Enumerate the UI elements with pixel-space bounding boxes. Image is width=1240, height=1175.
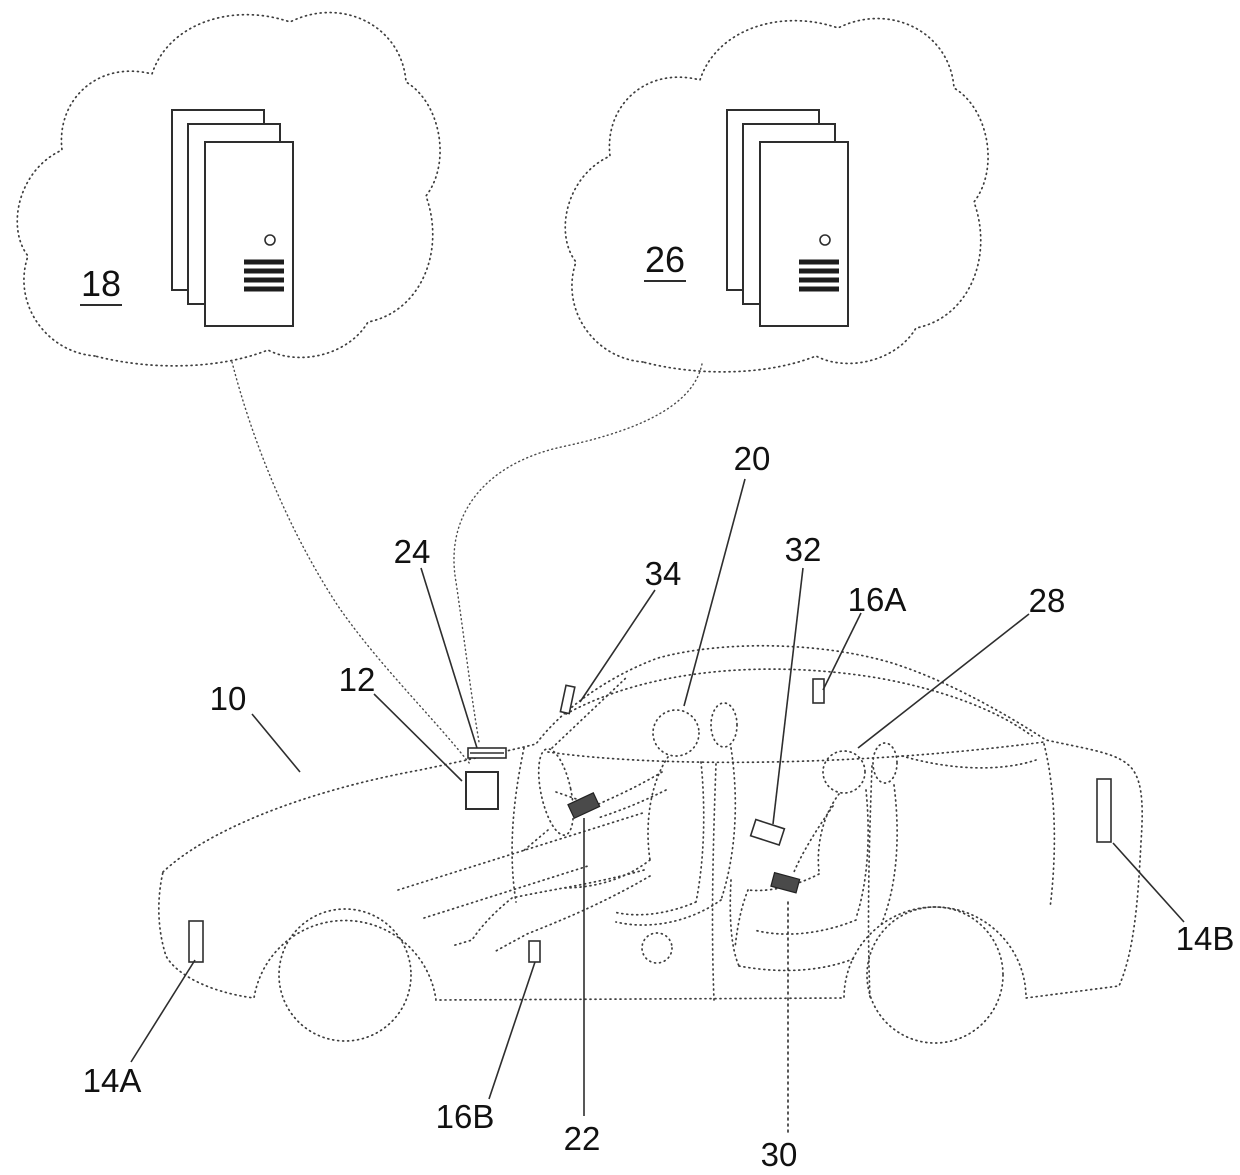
cloud-left-outline [16,11,441,367]
antenna-module-24 [467,747,507,759]
ref-label-26: 26 [645,239,685,280]
rear-door-seam [867,765,873,999]
ref-label-28: 28 [1029,582,1066,619]
steering-wheel [537,747,575,837]
ref-label-34: 34 [645,555,682,592]
ref-label-22: 22 [564,1120,601,1157]
ref-label-12: 12 [339,661,376,698]
ref-label-30: 30 [761,1136,798,1173]
seat-console-detail [641,932,673,964]
driver-head [652,709,700,757]
passenger-body [734,793,840,949]
ref-label-16a: 16A [848,581,907,618]
passenger-head [822,750,866,794]
leader-28 [857,613,1030,749]
ref-label-24: 24 [394,533,431,570]
leader-14b [1112,842,1185,923]
link-cloud-left-to-car [231,361,471,765]
telematics-module-12 [465,771,499,810]
firewall-line [511,747,525,903]
server-stack-right [726,109,849,327]
server-led-icon [819,234,831,246]
ref-label-18: 18 [81,263,121,304]
leader-10 [251,713,301,773]
rear-transceiver-14b [1096,778,1112,843]
parcel-shelf-line [901,755,1037,769]
driver-seat [613,747,737,926]
windshield-device-34 [559,684,576,715]
leader-32 [772,567,804,825]
server-sheet-front [759,141,849,327]
front-door-seam [711,763,717,1001]
server-led-icon [264,234,276,246]
ref-label-10: 10 [210,680,247,717]
driver-body [451,756,669,953]
cloud-right-outline [564,17,989,373]
leader-16b [488,961,536,1100]
door-trim-line-upper [397,811,647,891]
cabin-sensor-16b [528,940,541,963]
car-body-outline [158,644,1143,1001]
leader-14a [130,959,196,1063]
roof-inner-line [565,668,1033,737]
seatback-device-32 [749,818,786,846]
leader-20 [683,478,746,707]
ref-label-14a: 14A [83,1062,142,1099]
server-grille-icon [799,259,839,292]
driver-seat-headrest [710,702,738,748]
passenger-phone-30 [770,871,801,894]
leader-24 [420,567,478,749]
server-grille-icon [244,259,284,292]
link-cloud-right-to-car [453,363,703,743]
ref-label-14b: 14B [1176,920,1235,957]
leader-34 [579,589,656,703]
front-transceiver-14a [188,920,204,963]
passenger-seat-headrest [872,742,898,784]
ref-label-20: 20 [734,440,771,477]
passenger-seat [729,784,898,972]
ref-label-16b: 16B [436,1098,495,1135]
cabin-sensor-16a [812,678,825,704]
leader-12 [373,693,463,782]
front-wheel [278,908,412,1042]
server-sheet-front [204,141,294,327]
rear-wheel [866,906,1004,1044]
ref-label-32: 32 [785,531,822,568]
trunk-seam [1043,743,1056,909]
leader-16a [822,612,862,691]
server-stack-left [171,109,294,327]
beltline [547,741,1045,764]
driver-phone-22 [567,792,601,820]
door-trim-line-lower [423,865,589,919]
